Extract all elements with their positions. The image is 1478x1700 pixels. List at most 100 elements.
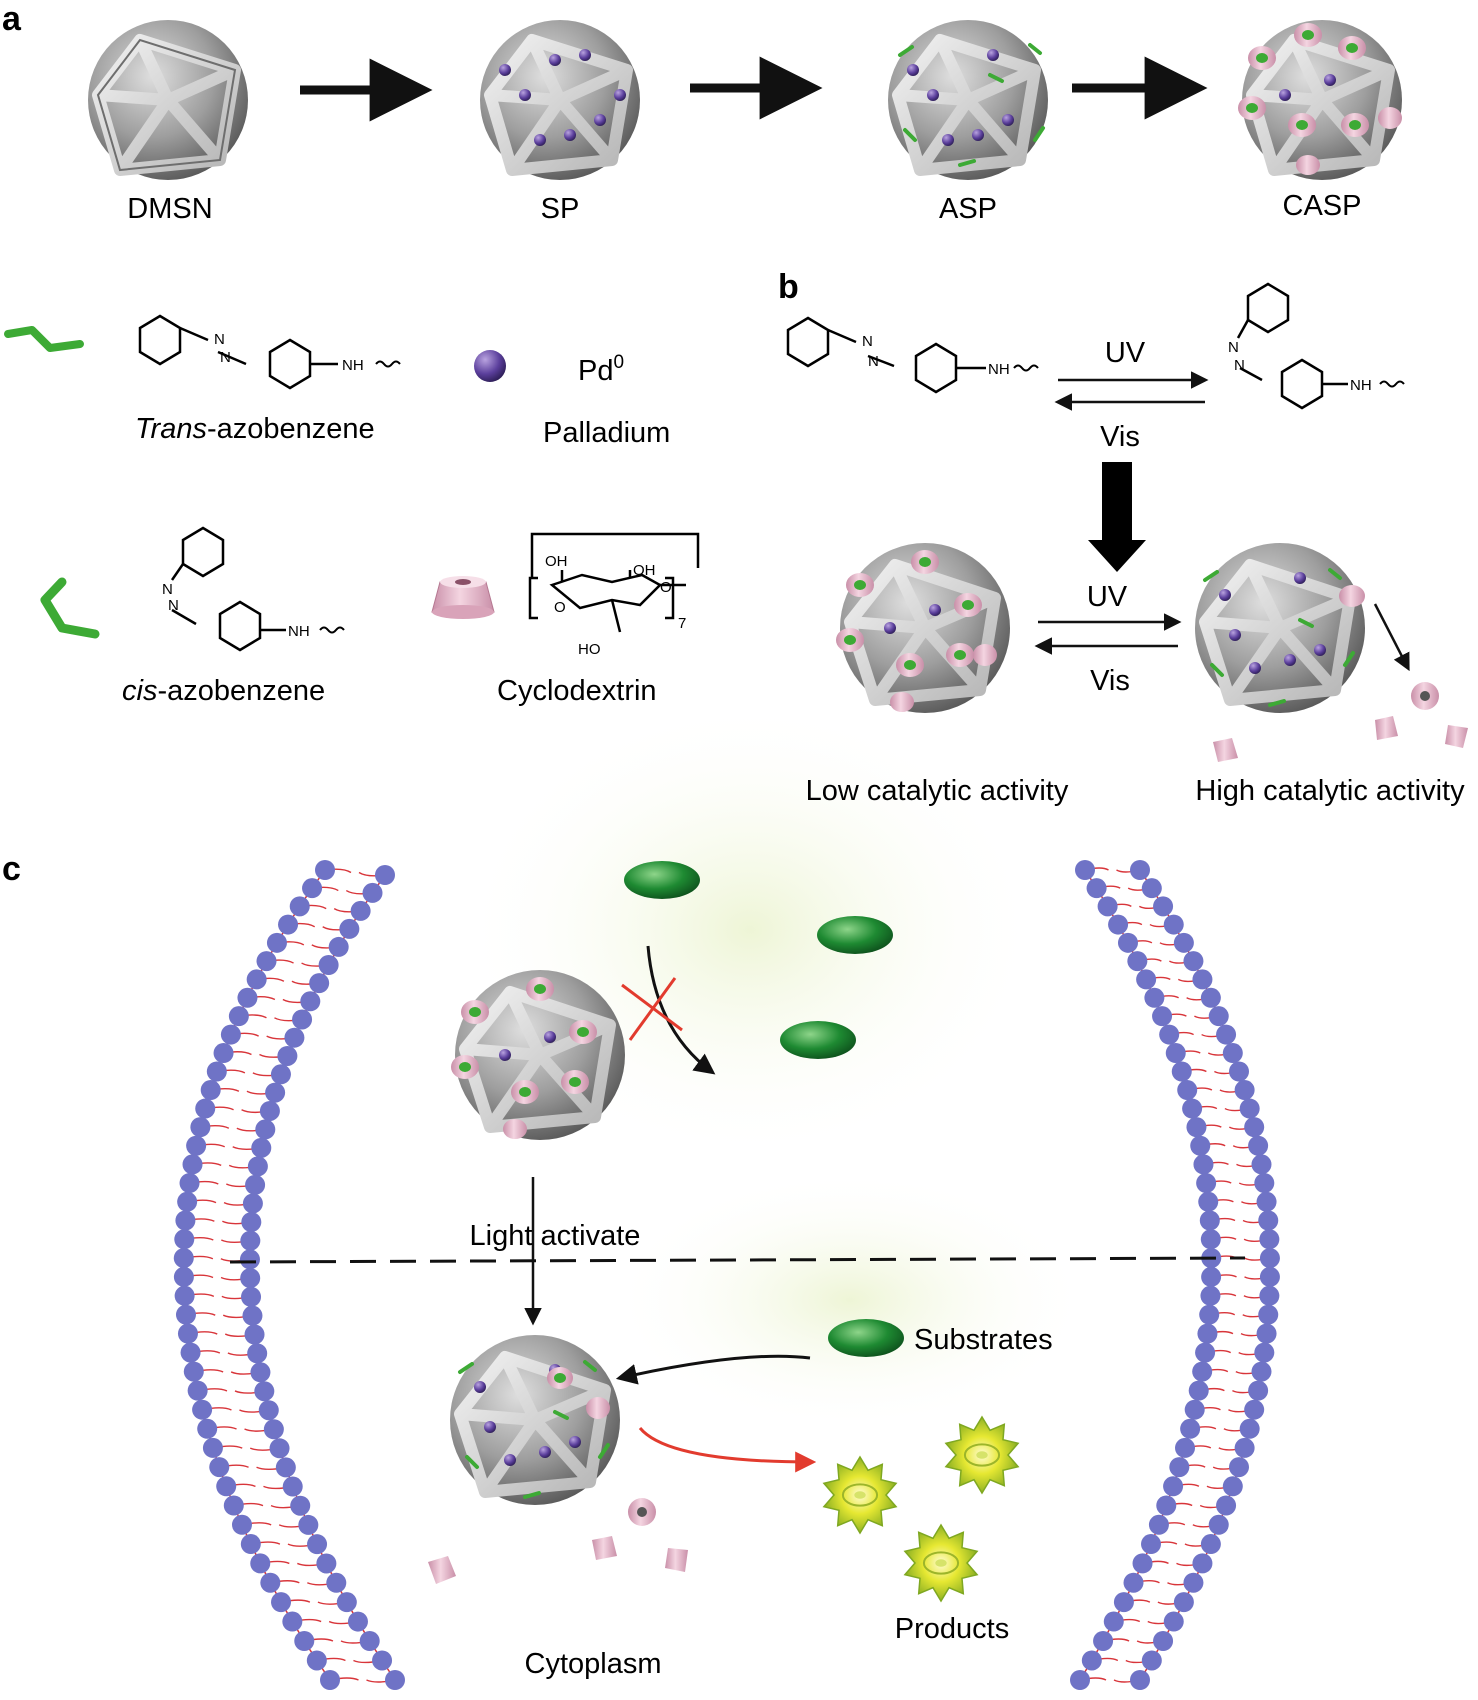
b-vis-label-top: Vis: [1100, 421, 1140, 453]
lipid-head: [1216, 1495, 1237, 1516]
lipid-head: [260, 1572, 281, 1593]
lipid-head: [271, 1592, 292, 1613]
lipid-head: [231, 1514, 252, 1535]
lipid-head: [266, 932, 287, 953]
lipid-head: [240, 1534, 261, 1555]
lipid-head: [1152, 1006, 1173, 1027]
c-light-activate-label: Light activate: [470, 1220, 641, 1252]
cd-o-ring: O: [554, 599, 566, 616]
lipid-head: [306, 1650, 327, 1671]
lipid-head: [282, 1476, 303, 1497]
lipid-head: [1259, 1248, 1280, 1269]
lipid-head: [1183, 951, 1204, 972]
lipid-head: [275, 1457, 296, 1478]
b-trans-structure: [786, 316, 1039, 394]
lipid-head: [202, 1437, 223, 1458]
lipid-head: [270, 1064, 291, 1085]
lipid-head: [182, 1154, 203, 1175]
lipid-head: [241, 1286, 262, 1307]
cis-azobenzene-label: cis-azobenzene: [122, 675, 325, 707]
trans-n1: N: [214, 331, 225, 348]
trans-prefix: Trans: [135, 413, 207, 445]
cd-oh-2: OH: [633, 562, 656, 579]
particle-dmsn: [88, 20, 248, 180]
lipid-head: [282, 1611, 303, 1632]
lipid-head: [1192, 1553, 1213, 1574]
lipid-head: [336, 1592, 357, 1613]
cis-azobenzene-icon: [40, 577, 100, 639]
b-uv-label-top: UV: [1105, 337, 1146, 369]
lipid-head: [1136, 969, 1157, 990]
lipid-head: [385, 1670, 405, 1690]
lipid-head: [1117, 932, 1138, 953]
lipid-head: [1234, 1080, 1255, 1101]
lipid-head: [1197, 1323, 1218, 1344]
c-substrate-3: [780, 1021, 856, 1059]
c-substrate-2: [817, 916, 893, 954]
lipid-head: [320, 1670, 340, 1690]
b-cis-nh: NH: [1350, 377, 1372, 394]
lipid-head: [290, 1495, 311, 1516]
lipid-head: [1259, 1266, 1280, 1287]
palladium-icon: [474, 350, 506, 382]
c-product-arrow: [638, 1427, 817, 1473]
lipid-head: [307, 1534, 328, 1555]
lipid-head: [1244, 1399, 1265, 1420]
lipid-head: [247, 1156, 268, 1177]
lipid-head: [1163, 1476, 1184, 1497]
lipid-head: [1239, 1098, 1260, 1119]
lipid-head: [284, 1027, 305, 1048]
c-substrate-entry-arrow: [615, 1354, 811, 1385]
cell-membrane-right: [1070, 860, 1280, 1690]
lipid-head: [1192, 1361, 1213, 1382]
lipid-head: [209, 1457, 230, 1478]
lipid-head: [1141, 1534, 1162, 1555]
lipid-head: [265, 1082, 286, 1103]
lipid-head: [1222, 1476, 1243, 1497]
lipid-head: [1177, 1080, 1198, 1101]
lipid-head: [223, 1495, 244, 1516]
lipid-head: [362, 882, 383, 903]
lipid-head: [1234, 1437, 1255, 1458]
lipid-head: [1086, 878, 1107, 899]
lipid-head: [1093, 1630, 1114, 1651]
lipid-head: [315, 860, 335, 880]
lipid-head: [1198, 1191, 1219, 1212]
lipid-head: [1188, 1380, 1209, 1401]
lipid-head: [1256, 1191, 1277, 1212]
b-particle-high: [1195, 543, 1365, 713]
lipid-head: [177, 1191, 198, 1212]
lipid-head: [1186, 1117, 1207, 1138]
lipid-head: [1123, 1572, 1144, 1593]
pd-symbol: Pd: [578, 355, 613, 387]
lipid-head: [195, 1098, 216, 1119]
lipid-head: [244, 1324, 265, 1345]
lipid-head: [350, 900, 371, 921]
lipid-head: [1132, 1553, 1153, 1574]
panel-label-a: a: [2, 0, 22, 38]
lipid-head: [1075, 860, 1095, 880]
cyclodextrin-label: Cyclodextrin: [497, 675, 657, 707]
lipid-head: [1127, 951, 1148, 972]
lipid-head: [292, 1009, 313, 1030]
lipid-head: [1190, 1135, 1211, 1156]
lipid-head: [255, 1119, 276, 1140]
c-cytoplasm-label: Cytoplasm: [525, 1648, 662, 1680]
lipid-head: [1228, 1457, 1249, 1478]
product-icon: [944, 1415, 1020, 1495]
cyclodextrin-icon: [431, 576, 495, 619]
step-label-dmsn: DMSN: [127, 193, 212, 225]
lipid-head: [1175, 1437, 1196, 1458]
lipid-head: [206, 1061, 227, 1082]
lipid-head: [1141, 1650, 1162, 1671]
lipid-head: [316, 1553, 337, 1574]
lipid-head: [1113, 1592, 1134, 1613]
lipid-head: [174, 1229, 195, 1250]
trans-azobenzene-icon: [4, 326, 84, 352]
lipid-head: [179, 1173, 200, 1194]
pd-superscript: 0: [613, 352, 624, 373]
lipid-head: [318, 955, 339, 976]
lipid-head: [1254, 1173, 1275, 1194]
lipid-head: [1108, 914, 1129, 935]
lipid-head: [174, 1285, 195, 1306]
